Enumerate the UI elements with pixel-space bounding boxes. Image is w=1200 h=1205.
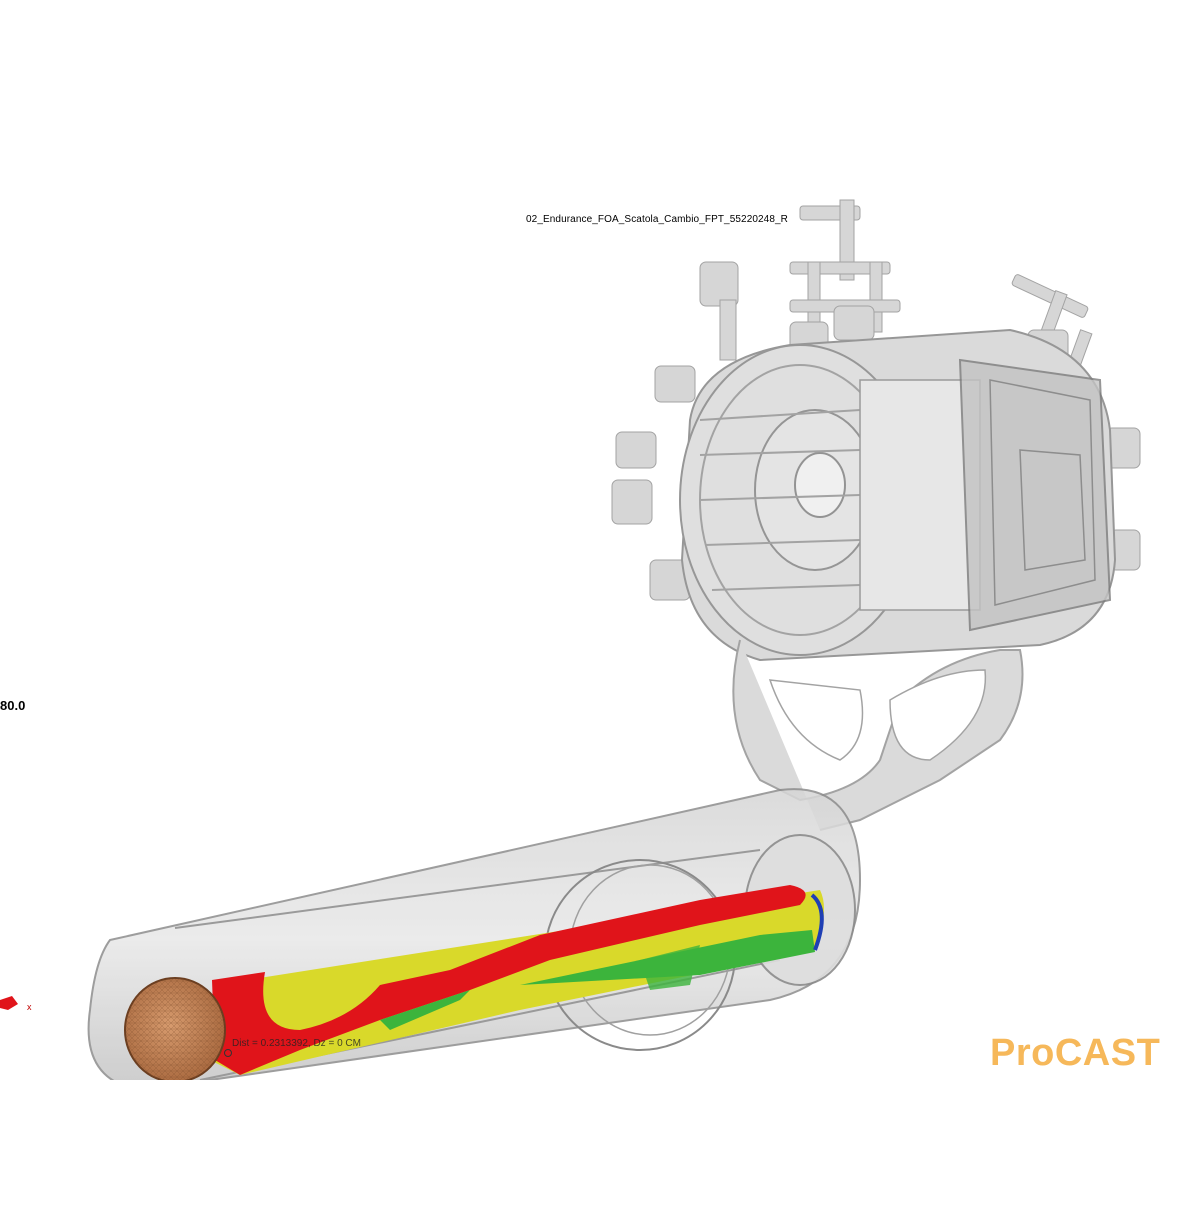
- axis-marker: [0, 996, 18, 1010]
- probe-point-icon: [224, 1049, 232, 1057]
- legend-value: 80.0: [0, 698, 26, 713]
- gearbox-casting: [611, 199, 1141, 831]
- axis-x-label: x: [27, 1002, 32, 1012]
- procast-logo: ProCAST: [990, 1032, 1161, 1074]
- melt-fill: [210, 885, 824, 1075]
- model-title: 02_Endurance_FOA_Scatola_Cambio_FPT_5522…: [526, 214, 788, 225]
- distance-readout: Dist = 0.2313392, Dz = 0 CM: [232, 1038, 361, 1049]
- plunger-tip: [124, 977, 226, 1083]
